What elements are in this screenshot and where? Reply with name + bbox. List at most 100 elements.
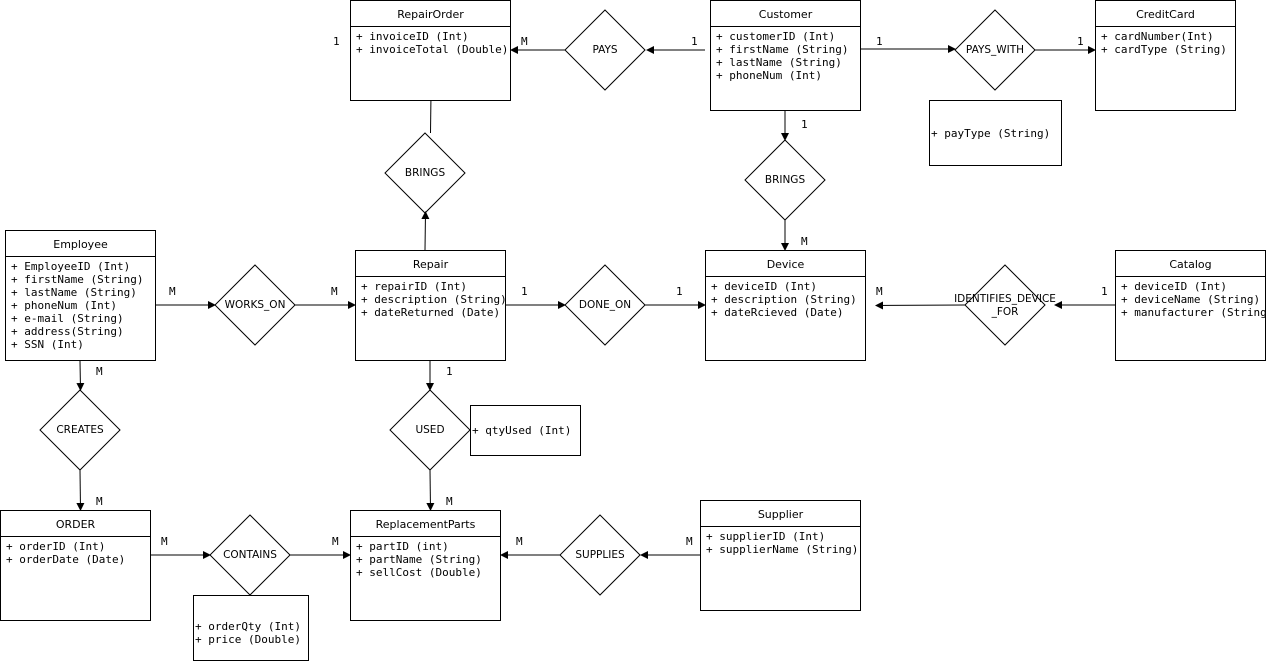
attribute: + phoneNum (Int)	[716, 69, 822, 82]
edge-creates-to-order	[76, 469, 85, 511]
attribute: + cardType (String)	[1101, 43, 1227, 56]
edge-identifies-to-device	[875, 301, 966, 310]
cardinality-label: 1	[333, 35, 340, 48]
relationship-attribute-paytype: + payType (String)	[929, 100, 1062, 166]
attribute: + cardNumber(Int)	[1101, 30, 1214, 43]
edge-used-to-parts	[426, 469, 435, 511]
cardinality-label: M	[516, 535, 523, 548]
entity-attributes: + EmployeeID (Int)+ firstName (String)+ …	[6, 257, 155, 351]
works-on-diamond	[214, 264, 296, 346]
entity-repair: Repair + repairID (Int)+ description (St…	[355, 250, 506, 361]
identifies-diamond	[964, 264, 1046, 346]
cardinality-label: 1	[446, 365, 453, 378]
cardinality-label: 1	[1077, 35, 1084, 48]
relationship-doneon-label: DONE_ON	[578, 298, 632, 311]
attribute: + firstName (String)	[716, 43, 849, 56]
attribute: + payType (String)	[931, 126, 1051, 140]
attribute: + partName (String)	[356, 553, 482, 566]
cardinality-label: M	[521, 35, 528, 48]
attribute: + orderID (Int)	[6, 540, 106, 553]
entity-attributes: + repairID (Int)+ description (String)+ …	[356, 277, 505, 319]
relationship-attribute-qtyused: + qtyUsed (Int)	[470, 405, 581, 456]
cardinality-label: M	[446, 495, 453, 508]
entity-attributes: + supplierID (Int)+ supplierName (String…	[701, 527, 860, 556]
attribute: + deviceID (Int)	[711, 280, 817, 293]
entity-creditcard: CreditCard + cardNumber(Int)+ cardType (…	[1095, 0, 1236, 111]
pays-with-diamond	[954, 9, 1036, 91]
entity-supplier: Supplier + supplierID (Int)+ supplierNam…	[700, 500, 861, 611]
attribute: + description (String)	[361, 293, 505, 306]
attribute: + qtyUsed (Int)	[472, 424, 572, 437]
attribute: + dateRcieved (Date)	[711, 306, 844, 319]
cardinality-label: 1	[801, 118, 808, 131]
attribute: + SSN (Int)	[11, 338, 84, 351]
relationship-brings-order-label: BRINGS	[404, 166, 446, 179]
relationship-used-label: USED	[415, 423, 445, 436]
edge-employee-to-creates	[76, 360, 85, 391]
cardinality-label: 1	[691, 35, 698, 48]
cardinality-label: M	[801, 235, 808, 248]
attribute: + partID (int)	[356, 540, 449, 553]
attribute: + lastName (String)	[11, 286, 137, 299]
attribute: + deviceName (String)	[1121, 293, 1261, 306]
entity-repairorder: RepairOrder + invoiceID (Int)+ invoiceTo…	[350, 0, 511, 101]
entity-title: Catalog	[1116, 251, 1265, 277]
entity-customer: Customer + customerID (Int)+ firstName (…	[710, 0, 861, 111]
entity-attributes: + deviceID (Int)+ deviceName (String)+ m…	[1116, 277, 1265, 319]
entity-title: ORDER	[1, 511, 150, 537]
attribute: + lastName (String)	[716, 56, 842, 69]
attribute: + sellCost (Double)	[356, 566, 482, 579]
relationship-supplies-label: SUPPLIES	[575, 548, 625, 561]
attribute: + manufacturer (String)	[1121, 306, 1265, 319]
edge-repair-to-brings	[421, 211, 430, 251]
relationship-attribute-orderqty-price: + orderQty (Int) + price (Double)	[193, 595, 309, 661]
cardinality-label: M	[96, 495, 103, 508]
entity-order: ORDER + orderID (Int)+ orderDate (Date)	[0, 510, 151, 621]
entity-attributes: + invoiceID (Int)+ invoiceTotal (Double)	[351, 27, 510, 56]
entity-title: ReplacementParts	[351, 511, 500, 537]
supplies-diamond	[559, 514, 641, 596]
entity-attributes: + customerID (Int)+ firstName (String)+ …	[711, 27, 860, 82]
cardinality-label: M	[331, 285, 338, 298]
entity-title: Supplier	[701, 501, 860, 527]
attribute: + EmployeeID (Int)	[11, 260, 131, 273]
attribute: + orderDate (Date)	[6, 553, 126, 566]
relationship-creates-label: CREATES	[56, 423, 104, 436]
entity-attributes: + orderID (Int)+ orderDate (Date)	[1, 537, 150, 566]
relationship-contains-label: CONTAINS	[223, 548, 277, 561]
relationship-workson-label: WORKS_ON	[224, 298, 286, 311]
entity-attributes: + cardNumber(Int)+ cardType (String)	[1096, 27, 1235, 56]
cardinality-label: 1	[521, 285, 528, 298]
entity-title: CreditCard	[1096, 1, 1235, 27]
attribute: + supplierName (String)	[706, 543, 859, 556]
cardinality-label: 1	[876, 35, 883, 48]
entity-catalog: Catalog + deviceID (Int)+ deviceName (St…	[1115, 250, 1266, 361]
cardinality-label: M	[686, 535, 693, 548]
entity-attributes: + deviceID (Int)+ description (String)+ …	[706, 277, 865, 319]
attribute: + customerID (Int)	[716, 30, 836, 43]
cardinality-label: M	[96, 365, 103, 378]
cardinality-label: M	[876, 285, 883, 298]
done-on-diamond	[564, 264, 646, 346]
entity-title: Repair	[356, 251, 505, 277]
attribute: + phoneNum (Int)	[11, 299, 117, 312]
attribute: + firstName (String)	[11, 273, 144, 286]
cardinality-label: M	[332, 535, 339, 548]
attribute: + description (String)	[711, 293, 857, 306]
cardinality-label: M	[161, 535, 168, 548]
relationship-identifies-label: IDENTIFIES_DEVICE _FOR	[954, 293, 1056, 318]
entity-employee: Employee + EmployeeID (Int)+ firstName (…	[5, 230, 156, 361]
cardinality-label: M	[169, 285, 176, 298]
entity-replacementparts: ReplacementParts + partID (int)+ partNam…	[350, 510, 501, 621]
attribute: + invoiceTotal (Double)	[356, 43, 509, 56]
cardinality-label: 1	[1101, 285, 1108, 298]
attribute: + repairID (Int)	[361, 280, 467, 293]
pays-diamond	[564, 9, 646, 91]
relationship-payswith-label: PAYS_WITH	[965, 43, 1025, 56]
entity-title: Device	[706, 251, 865, 277]
relationship-pays-label: PAYS	[592, 43, 618, 56]
attribute: + deviceID (Int)	[1121, 280, 1227, 293]
attribute: + orderQty (Int)	[195, 620, 301, 633]
attribute: + invoiceID (Int)	[356, 30, 469, 43]
